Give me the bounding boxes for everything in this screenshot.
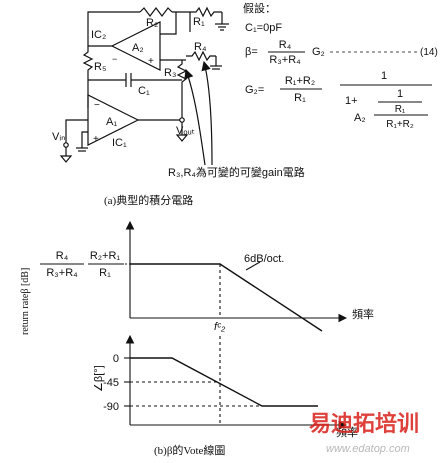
label-vout: Vₒᵤₜ — [176, 125, 195, 137]
corner-label: fᶜ₂ — [214, 321, 226, 333]
opamp-a2 — [110, 21, 161, 71]
label-ic1: IC₁ — [112, 137, 127, 149]
resistor-r2 — [139, 7, 173, 17]
resistor-r1 — [190, 6, 222, 18]
phase-ylabel: ∠β[°] — [93, 365, 105, 392]
inner-r1r2: R₁+R₂ — [386, 119, 414, 130]
phase-x-label: 頻率 — [336, 425, 358, 439]
slope-leader — [245, 261, 261, 271]
c1-condition: C₁=0pF — [245, 22, 282, 34]
resistor-r3 — [176, 60, 188, 86]
eq-number: (14) — [420, 47, 438, 58]
ground-vout — [175, 134, 189, 142]
phase-tick-90: -90 — [103, 401, 119, 413]
pointer-arrow-2 — [201, 60, 213, 166]
caption-a: (a)典型的積分電路 — [104, 193, 193, 207]
phase-plot — [124, 334, 348, 430]
mag-x-label: 頻率 — [352, 307, 374, 321]
inner-a2: A₂ — [354, 112, 366, 124]
beta-tail: G₂ — [312, 46, 325, 58]
watermark-url: www.edatop.com — [326, 443, 410, 455]
label-r5: R₅ — [94, 61, 106, 73]
watermark: 易迪拓培训 www.edatop.com — [309, 411, 419, 455]
circuit-note: R₃,R₄為可變的可變gain電路 — [168, 165, 305, 179]
label-r3: R₃ — [164, 67, 176, 79]
g2-frac-den: R₁ — [294, 92, 306, 104]
one-outer: 1 — [381, 70, 387, 82]
beta-den: R₃+R₄ — [269, 54, 301, 66]
label-r4: R₄ — [194, 41, 207, 53]
fraction-bars — [268, 51, 432, 116]
ground-vin — [59, 155, 73, 163]
svg-text:+: + — [93, 134, 99, 145]
pointer-arrow-1 — [184, 68, 206, 166]
conditions-heading: 假設： — [243, 1, 276, 15]
one-plus: 1+ — [345, 95, 358, 107]
label-r2: R₂ — [146, 17, 158, 29]
g2-frac-num: R₁+R₂ — [285, 75, 315, 87]
resistor-r5 — [82, 46, 94, 78]
watermark-text: 易迪拓培训 — [309, 411, 419, 437]
beta-lhs: β= — [245, 46, 258, 58]
one-inner: 1 — [397, 88, 403, 100]
label-a1: A₁ — [106, 116, 117, 128]
mag-curve — [130, 263, 323, 332]
integrator-circuit — [59, 6, 229, 166]
phase-tick-45: -45 — [103, 377, 119, 389]
mag-expr-den2: R₁ — [99, 267, 111, 279]
vin-terminal — [63, 142, 69, 148]
label-vin: Vᵢₙ — [52, 131, 65, 143]
mag-expr-num1: R₄ — [56, 250, 69, 262]
label-c1: C₁ — [138, 85, 150, 97]
label-ic2: IC₂ — [91, 29, 106, 41]
g2-lhs: G₂= — [245, 84, 264, 96]
phase-curve — [130, 357, 318, 407]
svg-text:−: − — [94, 100, 100, 111]
mag-expr-num2: R₂+R₁ — [90, 250, 121, 262]
inner-r1: R₁ — [395, 104, 406, 115]
slope-label: 6dB/oct. — [244, 253, 284, 265]
mag-expr-den1: R₃+R₄ — [46, 267, 78, 279]
beta-num: R₄ — [279, 39, 292, 51]
label-a2: A₂ — [132, 42, 144, 54]
magnitude-plot — [105, 220, 348, 332]
resistor-r4 — [186, 50, 216, 62]
b-ylabel: return rateβ [dB] — [20, 268, 31, 335]
phase-tick-0: 0 — [113, 353, 119, 365]
svg-text:+: + — [148, 56, 154, 67]
vout-terminal — [179, 117, 185, 123]
svg-text:−: − — [112, 54, 117, 64]
caption-b: (b)β的Vote線圖 — [154, 443, 225, 457]
label-r1: R₁ — [193, 16, 205, 28]
